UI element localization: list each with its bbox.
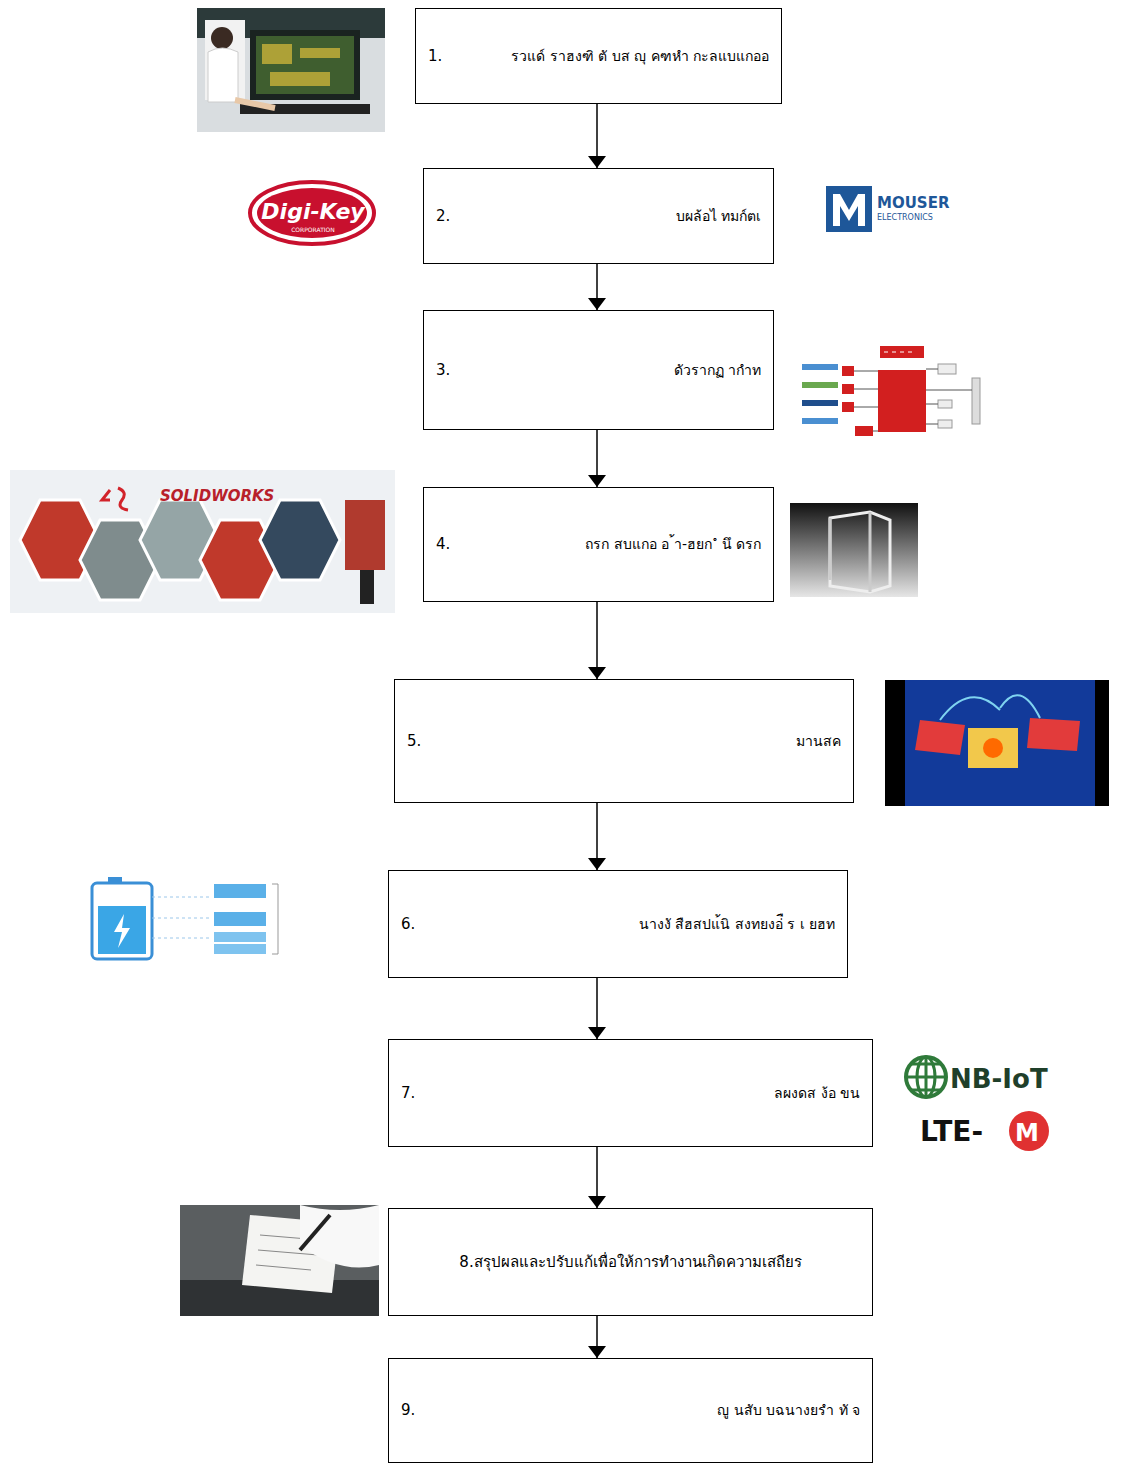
logo-text: NB-IoT [950, 1064, 1048, 1094]
flow-arrow [596, 430, 598, 487]
flow-arrow [596, 803, 598, 870]
logo-text: CORPORATION [257, 226, 369, 233]
step-note: ถรก สบแกอ อ ้า-ฮยก ํ นึ ดรก [458, 535, 761, 554]
process-box: 6. นางงั สืฮสปแ้นิ สงทยงอ่ื ร เ ยฮท [388, 870, 848, 978]
process-box: 4. ถรก สบแกอ อ ้า-ฮยก ํ นึ ดรก [423, 487, 774, 602]
step-text: 2. [436, 206, 450, 226]
logo-text: M [1015, 1119, 1039, 1147]
step-text: 5. [407, 731, 421, 751]
step-text: 8.สรุปผลและปรับแก้เพื่อให้การทำงานเกิดคว… [459, 1252, 801, 1272]
step-note: ญู นสับ บฉนางยรำ ทั จ [423, 1401, 860, 1420]
thermal-image [885, 680, 1109, 806]
step-note: มานสค [429, 732, 841, 751]
flow-arrow [596, 104, 598, 168]
flow-arrow [596, 602, 598, 679]
step-text: 9. [401, 1400, 415, 1420]
step-text: 3. [436, 360, 450, 380]
step-text: 1. [428, 46, 442, 66]
step-note: ลผงดส ง้อ ขน [423, 1084, 860, 1103]
computer-photo [197, 8, 385, 132]
step-text: 4. [436, 534, 450, 554]
step-note: นางงั สืฮสปแ้นิ สงทยงอ่ื ร เ ยฮท [423, 915, 835, 934]
block-diagram [802, 346, 980, 436]
process-box: 5. มานสค [394, 679, 854, 803]
step-note: บผล้อไ ทมก์ตเ [458, 207, 761, 226]
clipboard-photo [180, 1205, 379, 1316]
mouser-logo [826, 186, 872, 232]
step-note: ดัวรากฏ ากำท [458, 361, 761, 380]
logo-text: ELECTRONICS [877, 213, 933, 222]
step-text: 6. [401, 914, 415, 934]
process-box: 3. ดัวรากฏ ากำท [423, 310, 774, 430]
process-box: 8.สรุปผลและปรับแก้เพื่อให้การทำงานเกิดคว… [388, 1208, 873, 1316]
flow-arrow [596, 1147, 598, 1208]
digikey-logo [250, 182, 374, 244]
process-box: 9. ญู นสับ บฉนางยรำ ทั จ [388, 1358, 873, 1463]
battery-icon [92, 877, 278, 959]
step-text: 7. [401, 1083, 415, 1103]
logo-text: Digi-Key [257, 199, 369, 224]
process-box: 1. รวแด์ ราฮงฑิ ตั บส ญุ คฑหำ กะลแบแกออ [415, 8, 782, 104]
logo-text: MOUSER [877, 194, 949, 212]
step-note: รวแด์ ราฮงฑิ ตั บส ญุ คฑหำ กะลแบแกออ [450, 47, 769, 66]
solidworks-montage [10, 470, 395, 613]
flow-arrow [596, 264, 598, 310]
flow-arrow [596, 1316, 598, 1358]
logo-text: LTE- [920, 1115, 983, 1148]
process-box: 2. บผล้อไ ทมก์ตเ [423, 168, 774, 264]
process-box: 7. ลผงดส ง้อ ขน [388, 1039, 873, 1147]
flow-arrow [596, 978, 598, 1039]
logo-text: SOLIDWORKS [160, 487, 274, 505]
frame-render [790, 503, 918, 597]
nbiot-logo [906, 1057, 1049, 1151]
